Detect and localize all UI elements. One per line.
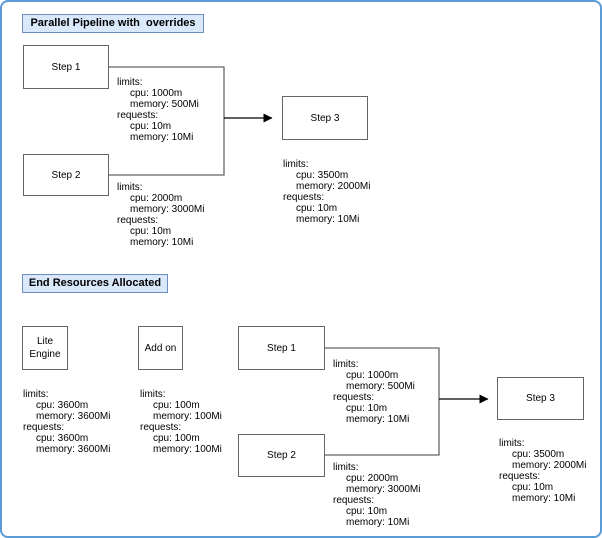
- resource-line: cpu: 2000m: [346, 473, 399, 484]
- node-lite-engine: Lite Engine: [22, 326, 68, 370]
- resources-add-on: limits: cpu: 100m memory: 100Mi requests…: [140, 389, 222, 455]
- resource-line: memory: 10Mi: [512, 493, 576, 504]
- resource-line: cpu: 3600m: [36, 433, 89, 444]
- resource-line: cpu: 10m: [130, 226, 172, 237]
- resource-line: limits:: [333, 462, 359, 473]
- resources-bottom-step1: limits: cpu: 1000m memory: 500Mi request…: [333, 359, 415, 425]
- resource-line: cpu: 1000m: [346, 370, 399, 381]
- resource-line: memory: 10Mi: [346, 414, 410, 425]
- resource-line: cpu: 3500m: [296, 170, 349, 181]
- resource-line: memory: 2000Mi: [512, 460, 587, 471]
- resource-line: memory: 3600Mi: [36, 444, 111, 455]
- resource-line: memory: 10Mi: [130, 237, 194, 248]
- resource-line: requests:: [283, 192, 325, 203]
- resources-top-step1: limits: cpu: 1000m memory: 500Mi request…: [117, 77, 199, 143]
- resource-line: memory: 2000Mi: [296, 181, 371, 192]
- node-top-step3: Step 3: [282, 96, 368, 140]
- node-top-step2: Step 2: [23, 154, 109, 196]
- resource-line: memory: 10Mi: [346, 517, 410, 528]
- resource-line: cpu: 100m: [153, 400, 200, 411]
- resource-line: cpu: 1000m: [130, 88, 183, 99]
- resources-top-step3: limits: cpu: 3500m memory: 2000Mi reques…: [283, 159, 370, 225]
- resource-line: cpu: 3600m: [36, 400, 89, 411]
- node-bottom-step3: Step 3: [497, 377, 584, 420]
- resource-line: limits:: [333, 359, 359, 370]
- resource-line: limits:: [499, 438, 525, 449]
- node-bottom-step1: Step 1: [238, 326, 325, 370]
- resource-line: memory: 500Mi: [130, 99, 199, 110]
- resource-line: memory: 100Mi: [153, 411, 222, 422]
- resource-line: cpu: 2000m: [130, 193, 183, 204]
- resources-bottom-step2: limits: cpu: 2000m memory: 3000Mi reques…: [333, 462, 420, 528]
- resource-line: memory: 10Mi: [130, 132, 194, 143]
- resource-line: cpu: 100m: [153, 433, 200, 444]
- resources-lite-engine: limits: cpu: 3600m memory: 3600Mi reques…: [23, 389, 110, 455]
- resource-line: memory: 3600Mi: [36, 411, 111, 422]
- resources-bottom-step3: limits: cpu: 3500m memory: 2000Mi reques…: [499, 438, 586, 504]
- resource-line: cpu: 10m: [346, 506, 388, 517]
- node-add-on: Add on: [138, 326, 183, 370]
- resources-top-step2: limits: cpu: 2000m memory: 3000Mi reques…: [117, 182, 204, 248]
- resource-line: cpu: 3500m: [512, 449, 565, 460]
- resource-line: memory: 500Mi: [346, 381, 415, 392]
- resource-line: requests:: [333, 495, 375, 506]
- resource-line: limits:: [140, 389, 166, 400]
- resource-line: requests:: [499, 471, 541, 482]
- resource-line: limits:: [117, 182, 143, 193]
- resource-line: cpu: 10m: [512, 482, 554, 493]
- resource-line: cpu: 10m: [296, 203, 338, 214]
- resource-line: limits:: [283, 159, 309, 170]
- resource-line: requests:: [23, 422, 65, 433]
- resource-line: cpu: 10m: [346, 403, 388, 414]
- resource-line: memory: 3000Mi: [130, 204, 205, 215]
- section-title-end-resources: End Resources Allocated: [22, 274, 168, 293]
- resource-line: requests:: [117, 215, 159, 226]
- resource-line: requests:: [333, 392, 375, 403]
- section-title-parallel-pipeline: Parallel Pipeline with overrides: [22, 14, 204, 33]
- resource-line: memory: 10Mi: [296, 214, 360, 225]
- resource-line: cpu: 10m: [130, 121, 172, 132]
- node-bottom-step2: Step 2: [238, 434, 325, 477]
- node-top-step1: Step 1: [23, 45, 109, 89]
- resource-line: requests:: [117, 110, 159, 121]
- resource-line: limits:: [23, 389, 49, 400]
- resource-line: memory: 3000Mi: [346, 484, 421, 495]
- resource-line: requests:: [140, 422, 182, 433]
- resource-line: limits:: [117, 77, 143, 88]
- resource-line: memory: 100Mi: [153, 444, 222, 455]
